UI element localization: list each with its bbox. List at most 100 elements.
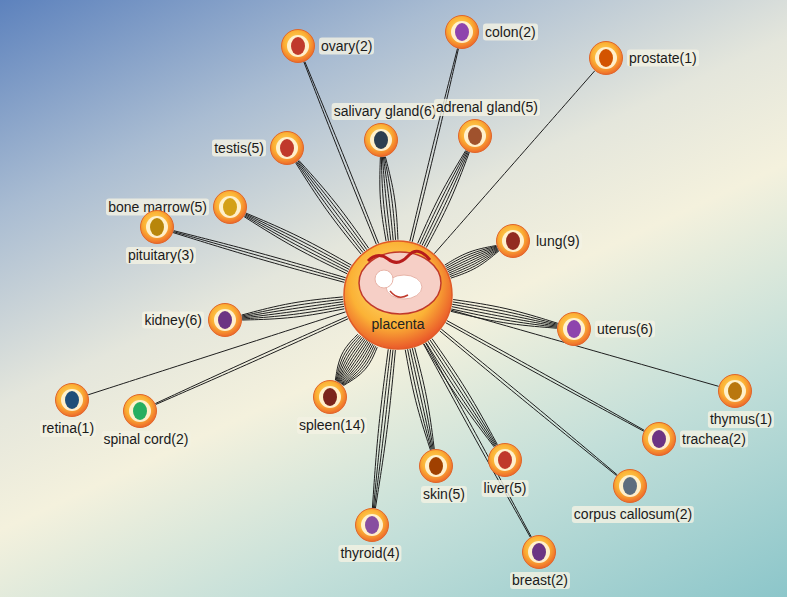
organ-circle: trachea(2) — [642, 422, 676, 456]
organ-label: spinal cord(2) — [102, 431, 191, 448]
icon-ground — [319, 386, 341, 408]
organ-icon — [270, 131, 304, 165]
organ-icon — [355, 508, 389, 542]
connector-line — [381, 157, 388, 241]
connector-line — [299, 160, 369, 248]
connector-line — [428, 341, 496, 446]
connector-line — [304, 62, 377, 244]
connector-line — [420, 151, 467, 245]
organ-icon — [613, 469, 647, 503]
organ-label: spleen(14) — [297, 417, 367, 434]
connector-line — [296, 162, 362, 252]
organ-disc — [719, 375, 752, 408]
organ-glyph — [498, 451, 512, 469]
icon-ground — [619, 475, 641, 497]
connector-line — [410, 48, 458, 241]
placental-vessels — [368, 251, 430, 262]
organ-glyph — [623, 477, 637, 495]
connector-line — [244, 217, 347, 274]
organ-glyph — [728, 382, 742, 400]
organ-disc — [614, 470, 647, 503]
organ-circle: salivary gland(6) — [364, 123, 398, 157]
organ-label: lung(9) — [534, 233, 582, 250]
organ-label: thymus(1) — [708, 411, 774, 428]
organ-icon — [123, 394, 157, 428]
organ-glyph — [468, 127, 482, 145]
organ-icon — [522, 535, 556, 569]
connector-line — [412, 49, 458, 242]
connector-line — [245, 215, 349, 270]
connector-line — [246, 213, 352, 265]
connector-line — [453, 302, 558, 324]
connector-line — [298, 161, 367, 250]
connector-line — [242, 304, 344, 318]
icon-ground — [146, 216, 168, 238]
icon-ground — [502, 230, 524, 252]
umbilical-cord — [390, 291, 408, 297]
connector-line — [453, 300, 558, 324]
organ-icon — [458, 119, 492, 153]
icon-ground — [129, 400, 151, 422]
connector-line — [426, 342, 495, 446]
icon-ground — [648, 428, 670, 450]
icon-ground — [361, 514, 383, 536]
organ-disc — [209, 304, 242, 337]
organ-glyph — [133, 402, 147, 420]
organ-label: skin(5) — [421, 486, 467, 503]
connector-line — [342, 344, 373, 384]
organ-circle: thyroid(4) — [355, 508, 389, 542]
organ-icon — [208, 303, 242, 337]
organ-label: pituitary(3) — [126, 247, 196, 264]
organ-circle: lung(9) — [496, 224, 530, 258]
organ-glyph — [599, 49, 613, 67]
organ-icon — [557, 312, 591, 346]
organ-circle: liver(5) — [488, 443, 522, 477]
organ-label: ovary(2) — [319, 38, 374, 55]
icon-ground — [494, 449, 516, 471]
organ-circle: testis(5) — [270, 131, 304, 165]
icon-ground — [464, 125, 486, 147]
icon-ground — [425, 455, 447, 477]
connector-line — [452, 307, 557, 327]
organ-label: thyroid(4) — [338, 545, 401, 562]
organ-disc — [489, 444, 522, 477]
organ-icon — [642, 422, 676, 456]
organ-circle: uterus(6) — [557, 312, 591, 346]
organ-circle: spleen(14) — [313, 380, 347, 414]
connector-line — [242, 299, 343, 316]
organ-icon — [140, 210, 174, 244]
organ-icon — [313, 380, 347, 414]
organ-glyph — [218, 311, 232, 329]
connector-line — [373, 350, 390, 509]
organ-label: testis(5) — [212, 140, 266, 157]
organ-disc — [314, 381, 347, 414]
organ-icon — [364, 123, 398, 157]
organ-glyph — [532, 543, 546, 561]
organ-label: salivary gland(6) — [332, 103, 439, 120]
connector-line — [448, 248, 498, 271]
connector-line — [372, 349, 388, 508]
organ-disc — [446, 16, 479, 49]
organ-glyph — [374, 131, 388, 149]
organ-icon — [281, 29, 315, 63]
organ-icon — [488, 443, 522, 477]
organ-circle: pituitary(3) — [140, 210, 174, 244]
connector-line — [410, 349, 432, 450]
connector-line — [343, 347, 377, 385]
connector-line — [418, 150, 466, 243]
organ-circle: kidney(6) — [208, 303, 242, 337]
organ-icon — [718, 374, 752, 408]
organ-label: corpus callosum(2) — [572, 506, 694, 523]
organ-label: trachea(2) — [680, 431, 748, 448]
connector-line — [426, 152, 469, 247]
icon-ground — [528, 541, 550, 563]
connector-line — [374, 350, 393, 508]
organ-circle: spinal cord(2) — [123, 394, 157, 428]
connector-line — [424, 152, 468, 247]
icon-ground — [451, 21, 473, 43]
organ-disc — [124, 395, 157, 428]
connector-line — [415, 348, 435, 449]
connector-line — [412, 348, 433, 449]
icon-ground — [287, 35, 309, 57]
